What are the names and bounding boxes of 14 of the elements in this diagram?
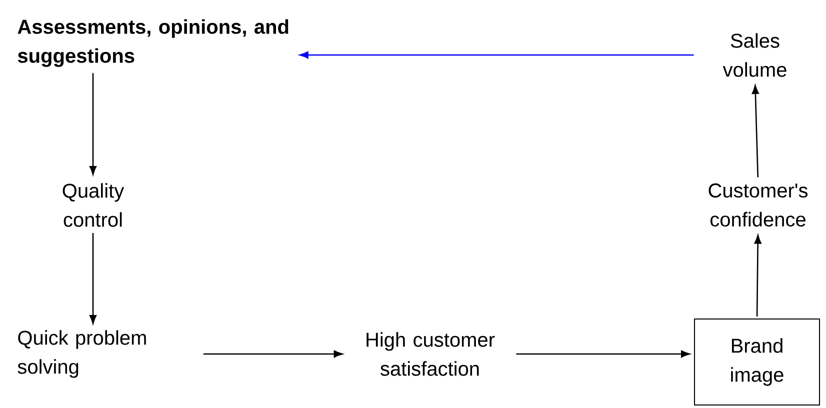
arrow: [300, 51, 694, 59]
arrow: [89, 73, 97, 175]
arrow: [516, 350, 690, 358]
node-label: Assessments, opinions, and suggestions: [18, 19, 288, 67]
arrow: [89, 233, 97, 324]
arrow: [754, 234, 762, 316]
node-label: High customer satisfaction: [366, 332, 495, 376]
node-label: Sales volume: [722, 33, 786, 77]
node-label: Quality control: [62, 183, 124, 227]
node-label: Customer's confidence: [708, 183, 808, 227]
arrow: [752, 85, 759, 178]
arrow: [203, 350, 343, 358]
node-label: Quick problem solving: [18, 330, 146, 378]
process-box: Brand image: [694, 318, 820, 406]
